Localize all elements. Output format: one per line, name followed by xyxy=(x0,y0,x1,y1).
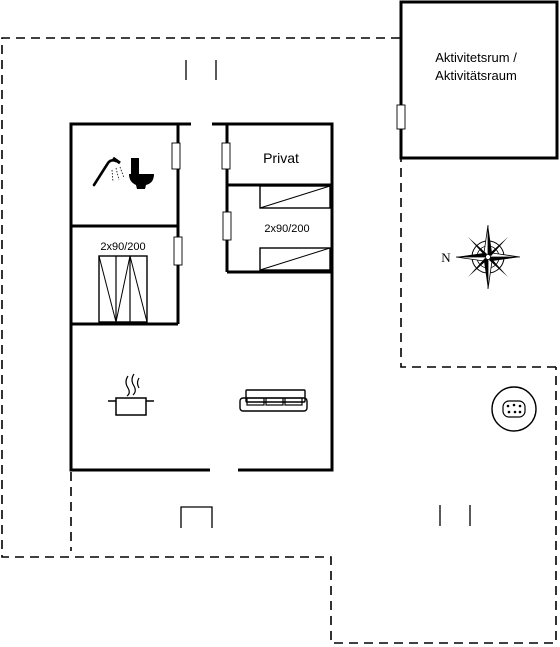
activity-room: Aktivitetsrum / Aktivitätsraum xyxy=(396,0,559,160)
house-walls xyxy=(69,122,334,472)
terrace-bench-icon xyxy=(180,506,213,528)
bunk-bed-left: 2x90/200 xyxy=(98,241,148,323)
bunk-bed-left-label: 2x90/200 xyxy=(100,241,145,253)
terrace-outline xyxy=(1,37,557,644)
activity-room-door xyxy=(396,104,406,130)
activity-room-label-line1: Aktivitetsrum / xyxy=(435,50,517,65)
sofa-icon xyxy=(239,389,308,412)
private-room-door xyxy=(221,142,231,170)
activity-room-label-line2: Aktivitätsraum xyxy=(435,68,517,83)
shower-icon xyxy=(92,156,125,187)
pergola-posts xyxy=(185,60,471,526)
private-room-label: Privat xyxy=(263,150,299,166)
cooking-pot-icon xyxy=(108,373,154,416)
bunk-bed-icon xyxy=(98,255,148,323)
bunk-room-left-door xyxy=(173,236,183,266)
bunk-bed-right-label: 2x90/200 xyxy=(264,223,309,235)
toilet-icon xyxy=(129,158,154,189)
bathroom-door xyxy=(171,142,181,170)
bunk-bed-right: 2x90/200 xyxy=(259,185,331,271)
doors xyxy=(171,142,232,266)
compass-north-label: N xyxy=(441,250,451,265)
whirlpool-icon xyxy=(491,386,537,432)
compass-rose-icon xyxy=(455,224,521,290)
bunk-room-right-door xyxy=(222,211,232,241)
